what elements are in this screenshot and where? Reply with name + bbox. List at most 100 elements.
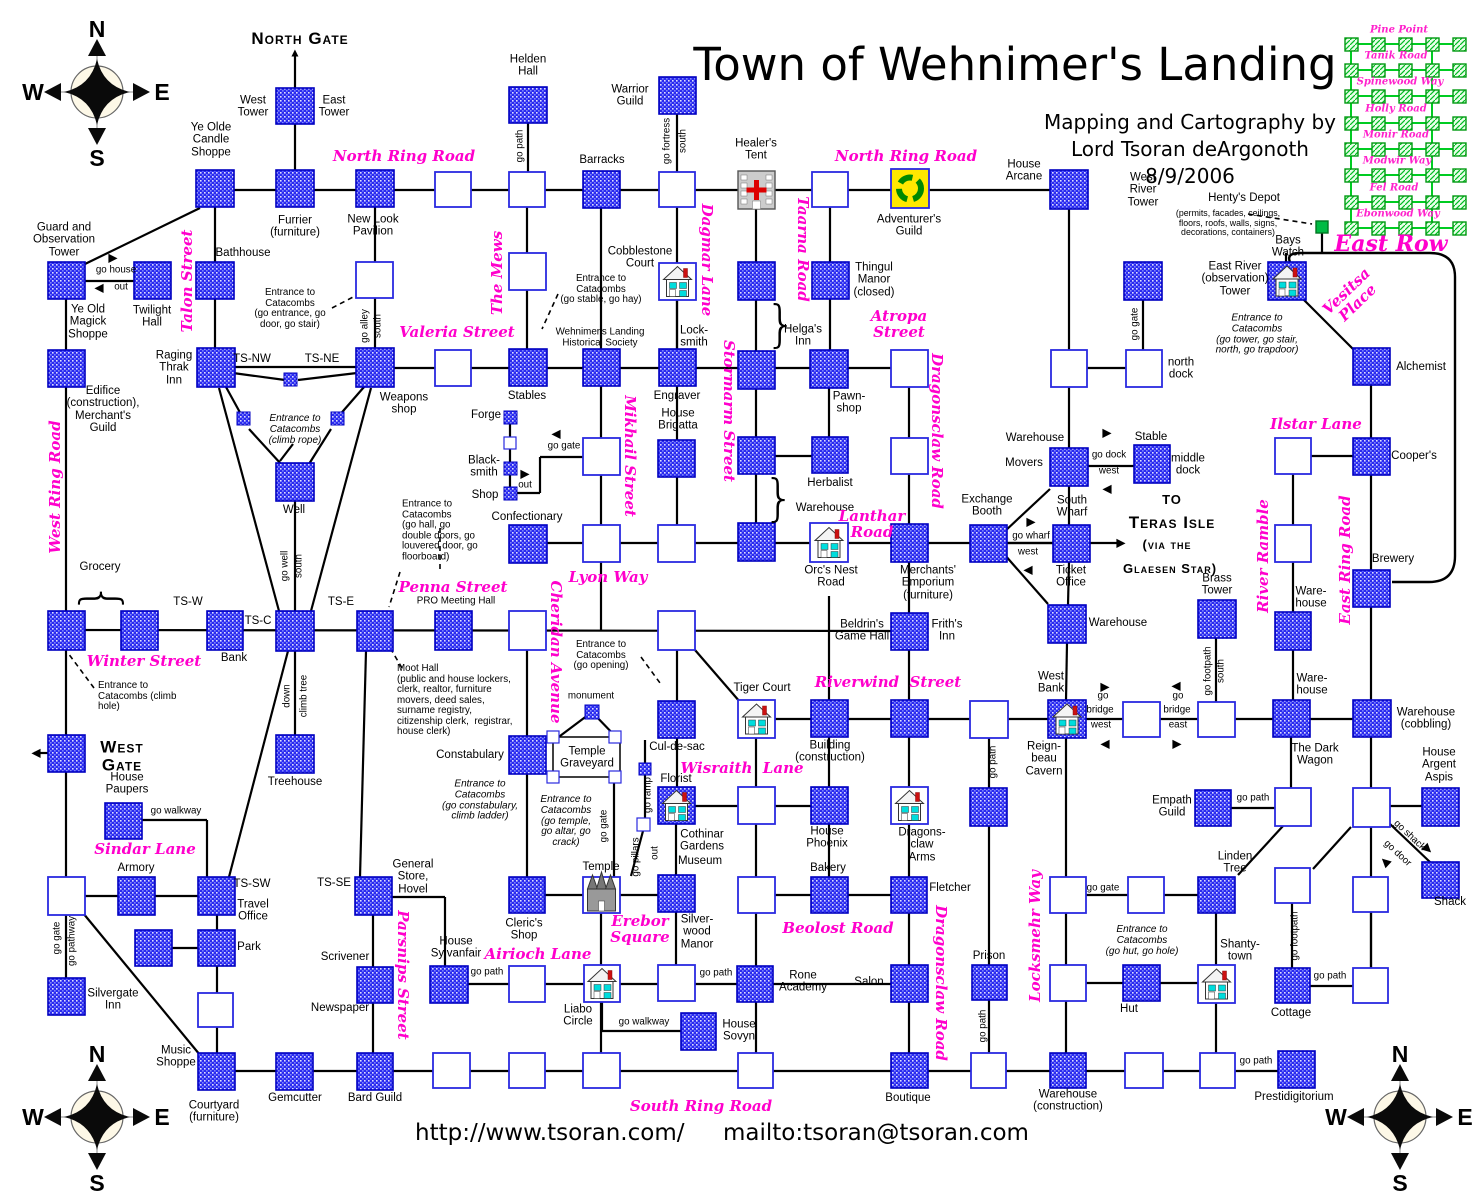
window-icon bbox=[740, 198, 748, 205]
map-label: TS-SW bbox=[233, 877, 271, 890]
room-node bbox=[47, 977, 86, 1016]
road-label: Stormarm Street bbox=[720, 340, 739, 482]
junction-node bbox=[1352, 967, 1389, 1004]
window-icon bbox=[765, 198, 773, 205]
compass-letter: E bbox=[1457, 1104, 1472, 1130]
compass-star-icon bbox=[1367, 1084, 1433, 1150]
map-label: Tiger Court bbox=[733, 681, 791, 694]
map-label: Constabulary bbox=[436, 748, 504, 761]
green-room-node bbox=[1344, 168, 1359, 183]
gate-label: Teras Isle bbox=[1128, 512, 1216, 532]
map-label: PRO Meeting Hall bbox=[416, 595, 496, 607]
direction-arrow-icon: ▶ bbox=[108, 250, 118, 265]
window-icon bbox=[758, 727, 766, 735]
compass-east-pointer bbox=[1436, 1108, 1453, 1126]
room-node bbox=[1352, 569, 1391, 608]
room-node bbox=[890, 612, 929, 651]
map-label: Temple bbox=[582, 860, 620, 873]
room-node bbox=[120, 610, 159, 651]
room-node bbox=[275, 169, 315, 208]
direction-arrow-icon: ◀ bbox=[1100, 736, 1110, 751]
window-icon bbox=[765, 190, 773, 197]
compass-star-icon bbox=[64, 59, 130, 125]
street-line bbox=[1312, 826, 1352, 870]
room-node bbox=[134, 929, 173, 967]
road-label: Dragonsclaw Road bbox=[928, 353, 947, 509]
map-label: Building(construction) bbox=[795, 739, 865, 764]
green-room-node bbox=[1371, 168, 1386, 183]
window-icon bbox=[679, 290, 687, 297]
room-node bbox=[810, 786, 849, 825]
road-label: North Ring Road bbox=[332, 146, 476, 165]
direction-arrow-icon: ◀ bbox=[31, 745, 41, 760]
map-label: go gate bbox=[1129, 307, 1141, 341]
room-node bbox=[508, 86, 548, 124]
chimney-icon bbox=[1292, 267, 1298, 278]
room-node bbox=[582, 348, 621, 387]
grouping-brace: { bbox=[74, 583, 132, 615]
map-label: go house bbox=[95, 264, 137, 276]
green-room-node bbox=[1344, 37, 1359, 52]
map-label: go path bbox=[699, 967, 733, 979]
road-label: Mikhail Street bbox=[621, 395, 640, 517]
junction-node bbox=[582, 1052, 621, 1089]
map-label: TS-SE bbox=[317, 876, 351, 889]
junction-node bbox=[1122, 701, 1161, 738]
green-room-node bbox=[1371, 195, 1386, 210]
map-label: Salon bbox=[854, 975, 884, 988]
compass-letter: W bbox=[22, 79, 44, 105]
green-room-node bbox=[1344, 142, 1359, 157]
junction-node bbox=[1274, 524, 1312, 563]
window-icon bbox=[603, 992, 612, 999]
room-node bbox=[890, 876, 928, 914]
room-node bbox=[356, 1052, 394, 1091]
room-node bbox=[737, 261, 776, 301]
room-node bbox=[1049, 1052, 1087, 1089]
room-node bbox=[356, 610, 394, 652]
junction-node bbox=[969, 700, 1009, 739]
map-label: south bbox=[1215, 659, 1227, 683]
compass-letter: W bbox=[22, 1104, 44, 1130]
window-icon bbox=[830, 543, 839, 550]
map-label: East River(observation)Tower bbox=[1201, 260, 1269, 298]
map-label: Prison bbox=[972, 949, 1006, 962]
map-label: Merchants'Emporium(furniture) bbox=[900, 564, 956, 602]
map-label: Forge bbox=[470, 408, 502, 421]
junction-node bbox=[970, 1052, 1007, 1089]
room-node bbox=[196, 347, 236, 388]
room-node bbox=[1123, 261, 1163, 301]
junction-node bbox=[657, 524, 696, 563]
window-icon bbox=[820, 543, 829, 550]
map-label: south bbox=[677, 129, 689, 153]
map-label: east bbox=[1168, 719, 1188, 731]
junction-node bbox=[1352, 876, 1389, 913]
room-node bbox=[1421, 787, 1460, 827]
window-icon bbox=[740, 190, 748, 197]
room-node bbox=[810, 876, 849, 914]
map-label: Brewery bbox=[1371, 552, 1415, 565]
room-node bbox=[736, 965, 774, 1003]
green-room-node bbox=[1371, 221, 1386, 236]
room-node bbox=[355, 347, 395, 388]
map-label: go wharf bbox=[1012, 530, 1050, 542]
room-node bbox=[1122, 964, 1161, 1002]
room-node bbox=[1133, 444, 1171, 484]
map-label: Courtyard(furniture) bbox=[188, 1099, 240, 1124]
map-label: TS-NW bbox=[233, 352, 271, 365]
street-line bbox=[1389, 823, 1432, 864]
window-icon bbox=[748, 719, 756, 727]
